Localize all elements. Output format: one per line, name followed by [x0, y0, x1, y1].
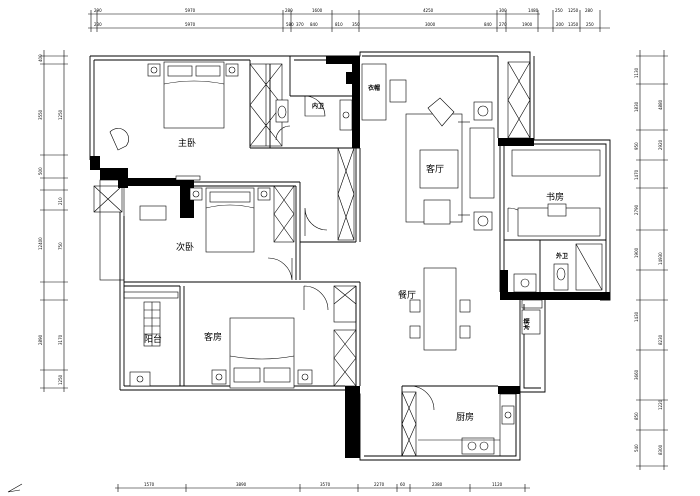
room-label-dining-room: 餐厅 — [398, 289, 416, 301]
second-bedroom-furniture — [139, 187, 271, 253]
kitchen-fixtures — [418, 393, 517, 457]
dim-top-inner-8: 3000 — [425, 22, 436, 27]
dim-right-1: 1130 — [634, 67, 639, 78]
room-label-living-room: 客厅 — [426, 163, 444, 175]
dim-top-inner-7: 350 — [352, 22, 360, 27]
dimension-bottom: 1570 3890 3570 2270 60 2380 1120 — [115, 482, 530, 492]
dim-left-10: 1250 — [58, 374, 63, 385]
dim-top-inner-6: 810 — [335, 22, 343, 27]
fridge-label: 冰箱 — [523, 318, 531, 330]
dining-table — [409, 267, 471, 351]
dim-left-1: 400 — [38, 54, 43, 62]
guest-room-furniture — [211, 317, 313, 389]
dim-top-inner-11: 1900 — [522, 22, 533, 27]
room-label-inner-bath: 内卫 — [312, 102, 324, 110]
dim-left-2: 3550 — [38, 109, 43, 120]
dim-right-16: 8300 — [658, 444, 663, 455]
dim-right-4: 950 — [634, 142, 639, 150]
room-label-second-bedroom: 次卧 — [176, 241, 194, 253]
dim-top-2: 5970 — [185, 8, 196, 13]
dim-right-9: 3660 — [634, 369, 639, 380]
dim-top-inner-1: 230 — [94, 22, 102, 27]
dim-top-10: 280 — [585, 8, 593, 13]
dim-bottom-6: 2380 — [432, 482, 443, 487]
dim-left-8: 750 — [58, 242, 63, 250]
dim-top-inner-4: 370 — [296, 22, 304, 27]
fridge — [521, 309, 541, 335]
dim-top-inner-5: 840 — [310, 22, 318, 27]
dim-bottom-2: 3890 — [236, 482, 247, 487]
dim-top-inner-14: 250 — [586, 22, 594, 27]
balcony-area — [93, 179, 179, 387]
room-label-study: 书房 — [546, 191, 564, 203]
dim-right-11: 540 — [634, 444, 639, 452]
outer-bath-fixtures — [513, 243, 603, 293]
dim-right-13: 2920 — [658, 139, 663, 150]
dim-right-10: 850 — [634, 412, 639, 420]
dim-right-3: 4880 — [658, 99, 663, 110]
dim-left-5: 2890 — [38, 334, 43, 345]
dim-right-12: 14930 — [658, 252, 663, 265]
room-label-kitchen: 厨房 — [456, 411, 474, 423]
room-label-balcony: 阳台 — [144, 333, 162, 345]
dim-left-9: 12400 — [38, 237, 43, 250]
dim-top-inner-2: 5970 — [185, 22, 196, 27]
structural-walls — [90, 56, 610, 458]
dim-right-15: 1220 — [658, 399, 663, 410]
dim-right-5: 1470 — [634, 169, 639, 180]
window-ledge — [521, 299, 543, 309]
room-label-outer-bath: 外卫 — [555, 252, 568, 260]
dim-left-7: 210 — [58, 197, 63, 205]
room-label-master-bedroom: 主卧 — [178, 137, 196, 149]
dim-top-inner-12: 200 — [556, 22, 564, 27]
dim-bottom-1: 1570 — [144, 482, 155, 487]
dim-left-3: 500 — [38, 167, 43, 175]
dim-bottom-5: 60 — [400, 482, 406, 487]
room-label-cloakroom: 衣帽 — [368, 84, 380, 92]
dimension-top: 290 5970 280 1600 4250 300 1480 250 1250… — [88, 8, 610, 32]
dim-top-inner-10: 270 — [499, 22, 507, 27]
study-furniture — [511, 149, 601, 237]
north-arrow-icon — [7, 483, 23, 493]
wardrobes — [249, 61, 531, 457]
dim-left-4: 1250 — [58, 109, 63, 120]
dim-top-inner-9: 840 — [484, 22, 492, 27]
dim-right-6: 2790 — [634, 204, 639, 215]
dimension-left: 400 3550 500 12400 2890 1250 210 750 317… — [38, 50, 68, 392]
dim-top-5: 4250 — [423, 8, 434, 13]
dim-top-inner-13: 1350 — [568, 22, 579, 27]
dim-bottom-4: 2270 — [374, 482, 385, 487]
dim-bottom-3: 3570 — [320, 482, 331, 487]
living-room-furniture — [405, 97, 495, 231]
dim-top-9: 1250 — [568, 8, 579, 13]
dim-right-2: 1830 — [634, 101, 639, 112]
dim-top-4: 1600 — [312, 8, 323, 13]
dim-right-7: 1900 — [634, 247, 639, 258]
dim-top-7: 1480 — [528, 8, 539, 13]
master-bedroom-bed — [109, 61, 239, 181]
dim-right-14: 8230 — [658, 334, 663, 345]
dim-top-3: 280 — [285, 8, 293, 13]
dimension-right: 1130 1830 950 1470 2790 1900 1430 3660 8… — [634, 50, 668, 470]
cloakroom-cabinet — [389, 79, 407, 103]
room-label-guest-room: 客房 — [204, 331, 222, 343]
dim-right-8: 1430 — [634, 311, 639, 322]
dim-top-6: 300 — [499, 8, 507, 13]
dim-left-6: 3170 — [58, 334, 63, 345]
dim-top-8: 250 — [555, 8, 563, 13]
dim-top-inner-3: 580 — [286, 22, 294, 27]
dim-bottom-7: 1120 — [492, 482, 503, 487]
dim-top-1: 290 — [94, 8, 102, 13]
inner-bath-fixtures — [275, 99, 353, 131]
